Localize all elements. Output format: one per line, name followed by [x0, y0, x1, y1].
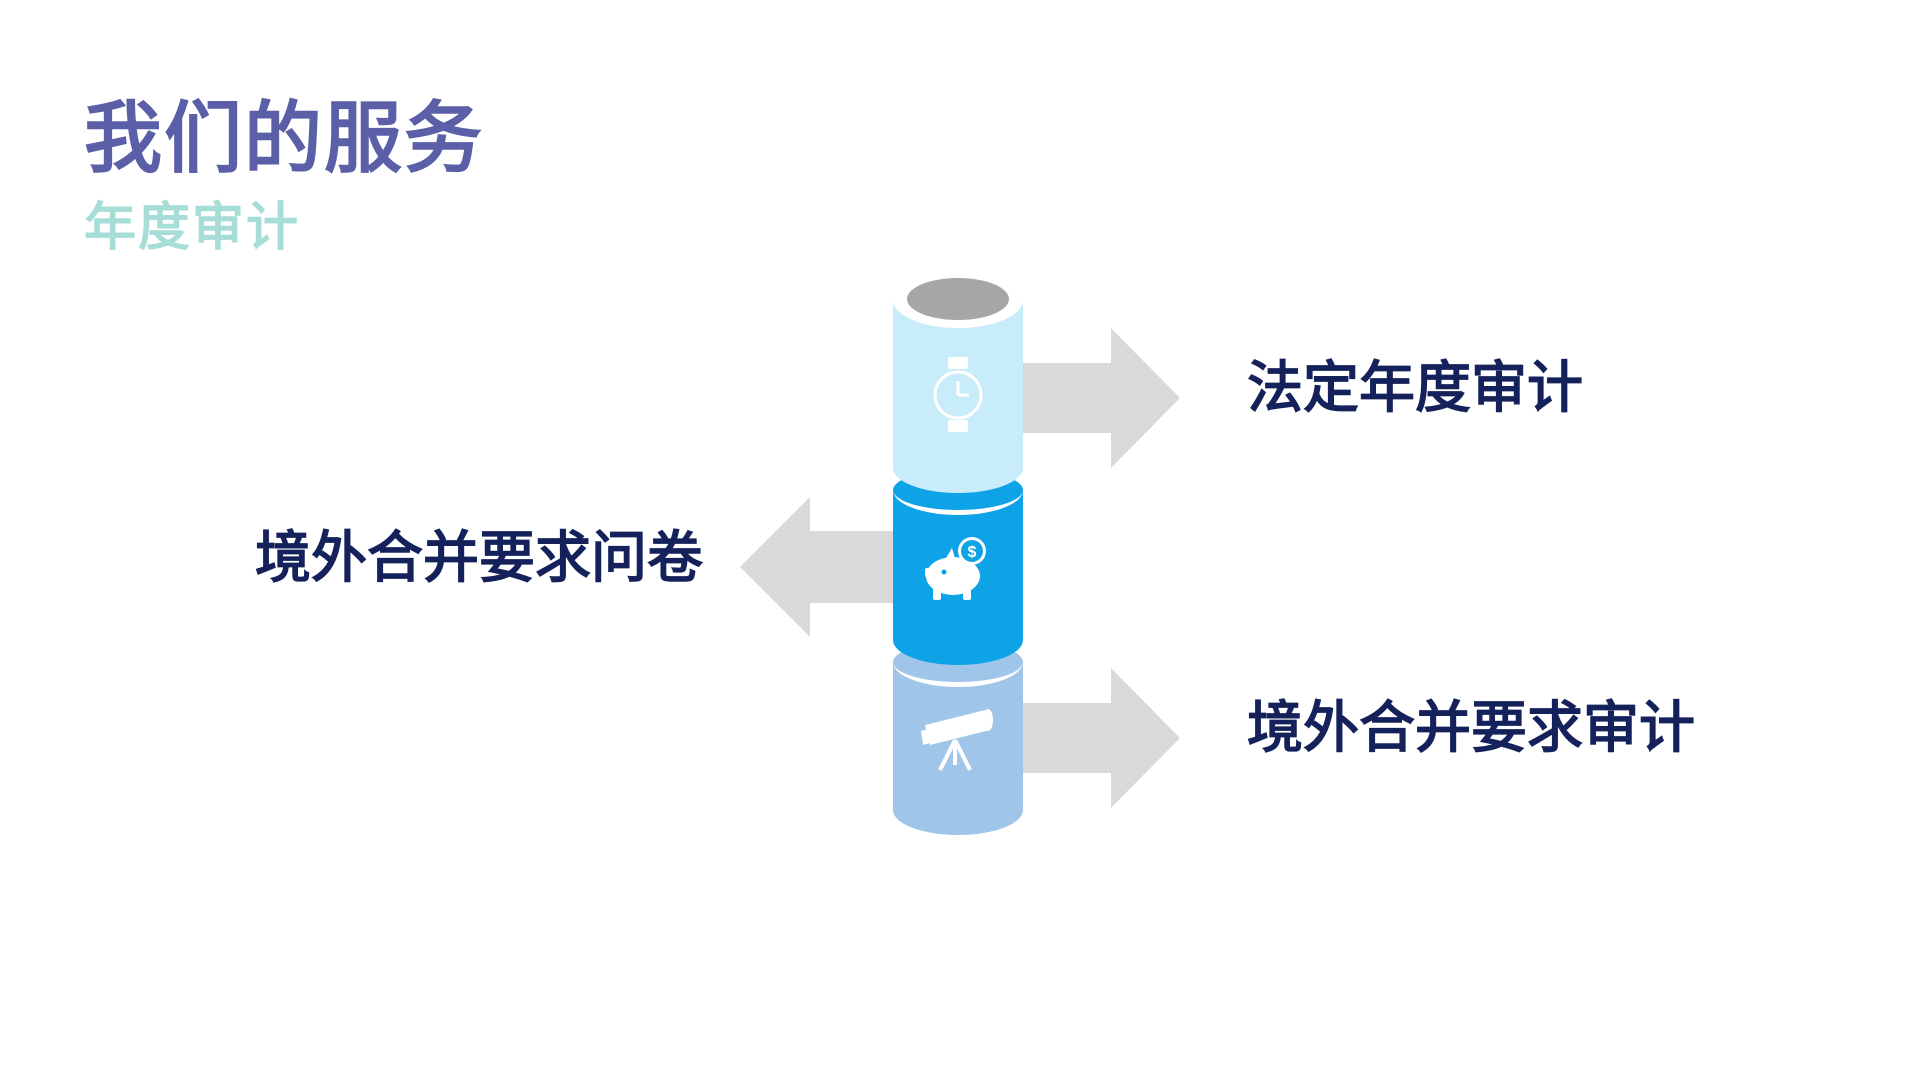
telescope-icon — [921, 709, 993, 771]
svg-text:$: $ — [968, 544, 977, 561]
arrow-left-2 — [740, 497, 896, 637]
page-subtitle: 年度审计 — [84, 198, 301, 258]
piggy-bank-dollar-icon: $ — [925, 537, 986, 600]
page-title: 我们的服务 — [84, 94, 485, 184]
arrow-right-3 — [1020, 668, 1180, 808]
service-label-3: 境外合并要求审计 — [1247, 696, 1695, 761]
service-label-2: 境外合并要求问卷 — [255, 526, 703, 591]
arrow-right-1 — [1020, 328, 1180, 468]
cylinder-opening — [907, 278, 1009, 320]
service-label-1: 法定年度审计 — [1247, 356, 1583, 421]
watch-icon — [933, 357, 983, 432]
